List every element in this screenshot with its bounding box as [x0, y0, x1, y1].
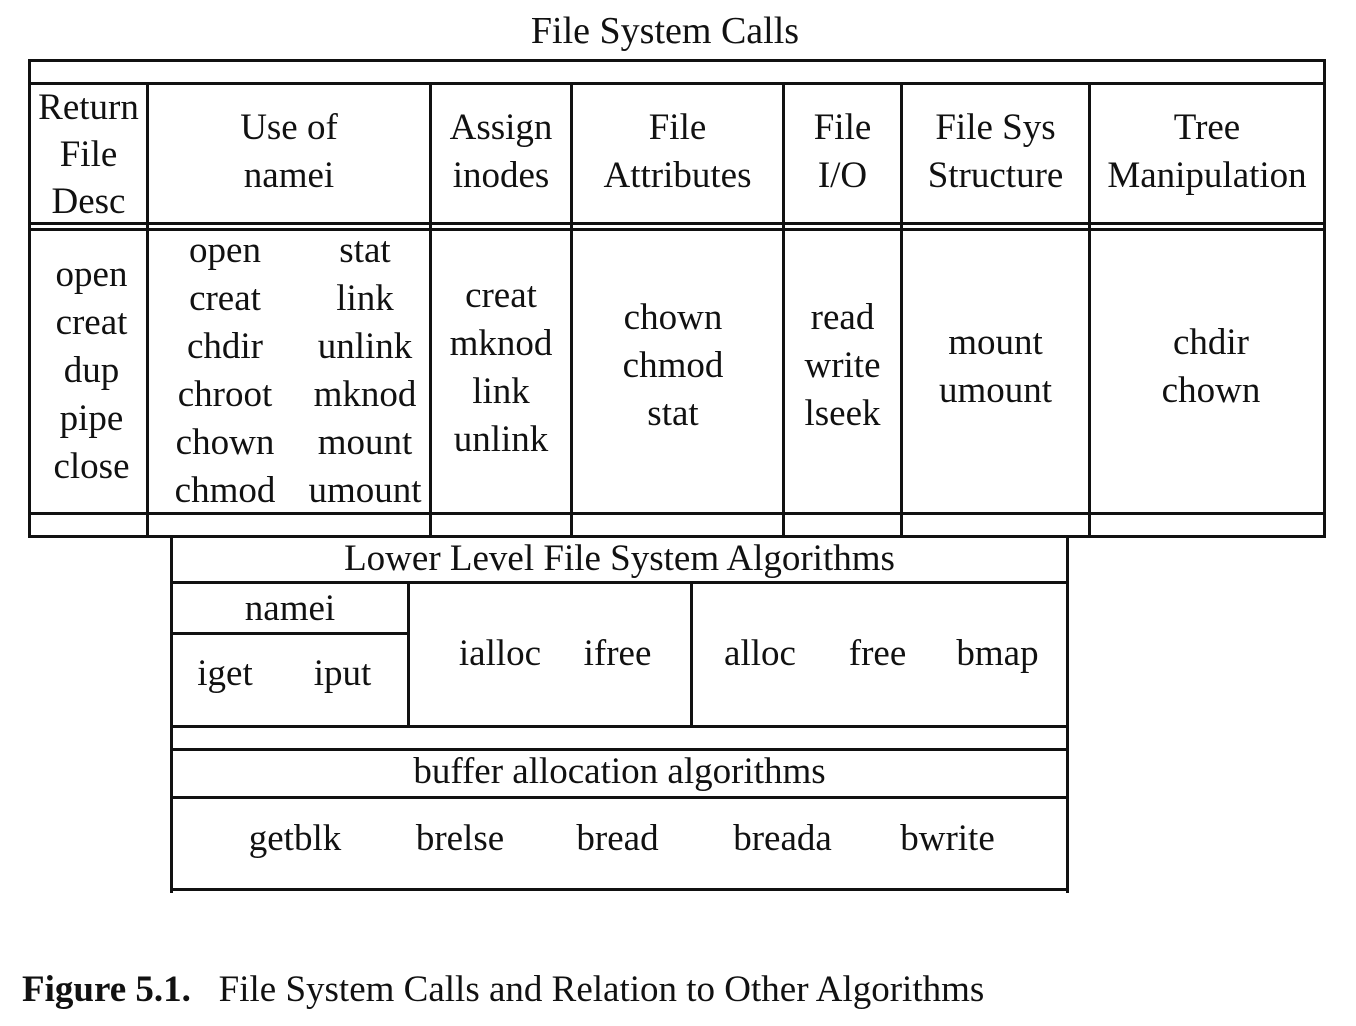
call-item: mount — [317, 422, 413, 463]
return-file-desc-calls: open creat dup pipe close — [34, 251, 149, 491]
call-item: chmod — [174, 470, 276, 511]
header-line: File — [813, 107, 872, 148]
call-item: mknod — [313, 374, 417, 415]
call-item: creat — [55, 302, 128, 343]
header-line: File — [59, 134, 118, 175]
call-item: chmod — [622, 345, 724, 386]
header-line: File Sys — [935, 107, 1056, 148]
call-item: write — [804, 345, 881, 386]
bmap-label: bmap — [956, 633, 1039, 674]
header-line: Return — [38, 87, 139, 128]
call-item: creat — [189, 278, 261, 319]
call-item: mount — [948, 322, 1043, 363]
call-item: chown — [623, 297, 723, 338]
call-item: open — [189, 230, 261, 271]
call-item: stat — [339, 230, 391, 271]
header-line: Structure — [927, 155, 1064, 196]
assign-inodes-calls: creat mknod link unlink — [432, 272, 570, 464]
call-item: stat — [647, 393, 699, 434]
call-item: chdir — [1172, 322, 1250, 363]
call-item: dup — [63, 350, 120, 391]
header-assign-inodes: Assign inodes — [432, 104, 570, 200]
header-line: Use of — [240, 107, 338, 148]
call-item: unlink — [317, 326, 413, 367]
header-line: Attributes — [603, 155, 752, 196]
file-io-calls: read write lseek — [785, 294, 900, 438]
call-item: mknod — [449, 323, 553, 364]
free-label: free — [848, 633, 907, 674]
call-item: close — [53, 446, 130, 487]
call-item: chroot — [177, 374, 273, 415]
iget-label: iget — [197, 653, 253, 694]
header-use-of-namei: Use of namei — [149, 104, 429, 200]
call-item: chdir — [186, 326, 264, 367]
header-file-attributes: File Attributes — [573, 104, 782, 200]
call-item: umount — [938, 370, 1053, 411]
figure-caption: Figure 5.1. File System Calls and Relati… — [22, 966, 984, 1013]
header-line: inodes — [452, 155, 550, 196]
call-item: creat — [465, 275, 537, 316]
header-line: File — [648, 107, 707, 148]
alloc-label: alloc — [724, 633, 796, 674]
call-item: read — [810, 297, 875, 338]
call-item: chown — [1161, 370, 1261, 411]
buffer-brelse: brelse — [415, 818, 505, 859]
buffer-bwrite: bwrite — [900, 818, 995, 859]
call-item: pipe — [59, 398, 124, 439]
header-line: Tree — [1173, 107, 1241, 148]
lower-level-title: Lower Level File System Algorithms — [344, 538, 895, 579]
buffer-bread: bread — [576, 818, 659, 859]
call-item: unlink — [453, 419, 549, 460]
buffer-getblk: getblk — [248, 818, 342, 859]
header-tree-manipulation: Tree Manipulation — [1091, 104, 1323, 200]
header-line: Assign — [449, 107, 553, 148]
figure-caption-text: File System Calls and Relation to Other … — [218, 969, 985, 1010]
diagram-title: File System Calls — [530, 10, 800, 52]
call-item: link — [336, 278, 394, 319]
header-line: Desc — [51, 181, 126, 222]
call-item: umount — [308, 470, 422, 511]
ifree-label: ifree — [583, 633, 652, 674]
call-item: chown — [175, 422, 275, 463]
header-file-io: File I/O — [785, 104, 900, 200]
call-item: open — [55, 254, 128, 295]
ialloc-label: ialloc — [458, 633, 542, 674]
tree-manipulation-calls: chdir chown — [1091, 319, 1331, 415]
file-attributes-calls: chown chmod stat — [573, 294, 773, 438]
namei-calls-left: open creat chdir chroot chown chmod — [160, 227, 290, 515]
header-file-sys-structure: File Sys Structure — [903, 104, 1088, 200]
call-item: lseek — [804, 393, 881, 434]
header-line: Manipulation — [1107, 155, 1307, 196]
buffer-allocation-title: buffer allocation algorithms — [413, 751, 826, 792]
header-line: I/O — [817, 155, 868, 196]
call-item: link — [472, 371, 530, 412]
namei-calls-right: stat link unlink mknod mount umount — [295, 227, 435, 515]
figure-label: Figure 5.1. — [22, 969, 191, 1010]
header-return-file-desc: Return File Desc — [31, 84, 146, 225]
namei-label: namei — [244, 588, 336, 629]
iput-label: iput — [313, 653, 372, 694]
buffer-breada: breada — [733, 818, 832, 859]
file-sys-structure-calls: mount umount — [903, 319, 1088, 415]
header-line: namei — [243, 155, 335, 196]
